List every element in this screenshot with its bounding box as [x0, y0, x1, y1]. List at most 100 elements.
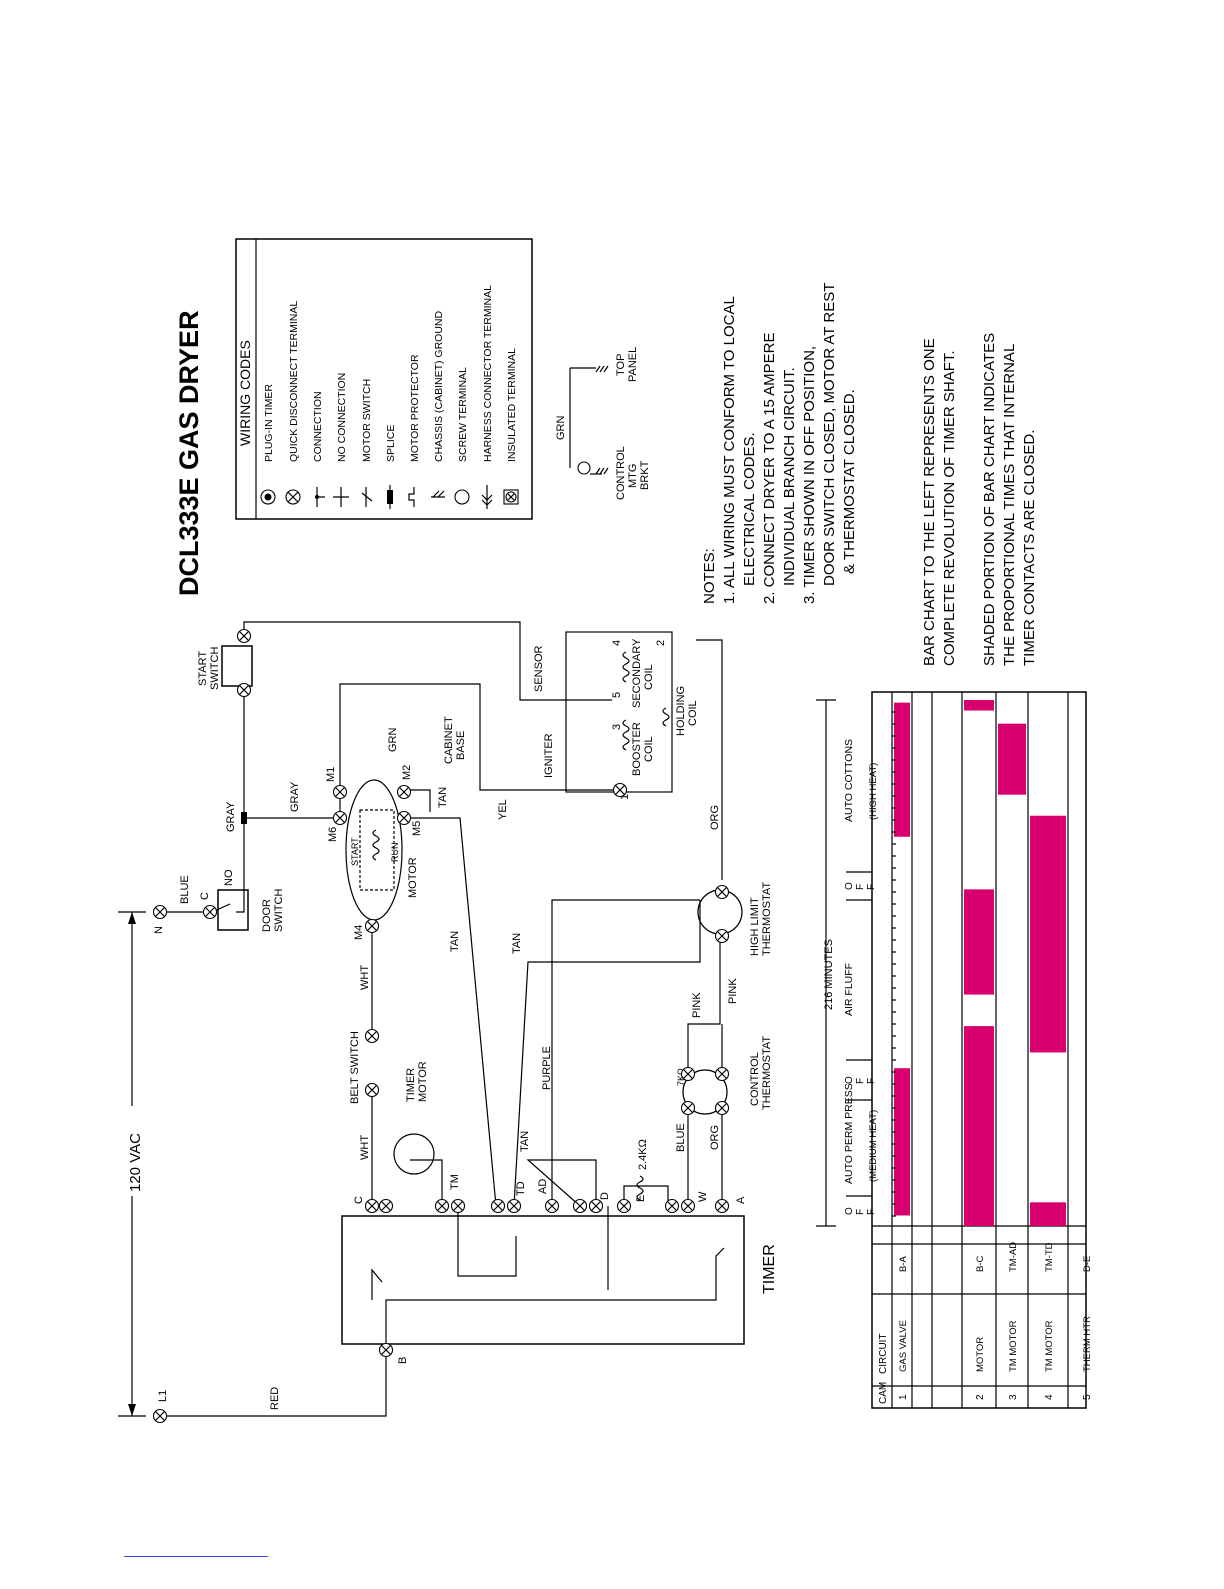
circuit-name: GAS VALVE	[898, 1320, 909, 1372]
closed-contact-bar	[964, 1026, 994, 1226]
contacts-label: B-A	[898, 1256, 909, 1273]
screw-terminal-symbol-icon	[454, 489, 470, 505]
bar-chart-note-line: BAR CHART TO THE LEFT REPRESENTS ONE	[921, 338, 938, 666]
quick-disconnect-terminal-icon	[434, 1198, 450, 1214]
chassis-ground-icon	[595, 467, 609, 475]
holding-coil	[662, 707, 670, 727]
note-line: INDIVIDUAL BRANCH CIRCUIT.	[781, 367, 798, 586]
cycle-label-off: F	[855, 884, 866, 890]
ground-detail: GRN CONTROL MTG BRKT TOP PANEL	[555, 347, 651, 500]
cycle-sublabel: (HIGH HEAT)	[868, 763, 879, 820]
quick-disconnect-terminal-icon	[714, 928, 730, 944]
quick-disconnect-terminal-icon	[364, 918, 380, 934]
cycle-label-off: O	[844, 1076, 855, 1084]
cycle-sublabel: (MEDIUM HEAT)	[868, 1110, 879, 1182]
wire-label: GRAY	[289, 781, 301, 812]
wire-label: PURPLE	[541, 1046, 553, 1090]
page-title: DCL333E GAS DRYER	[174, 310, 204, 596]
timer-terminal-label: TM	[449, 1174, 461, 1190]
legend-item-label: NO CONNECTION	[336, 373, 348, 462]
door-no-label: NO	[223, 869, 235, 886]
motor-switch-symbol-icon	[361, 487, 373, 507]
cycle-label-off: O	[844, 1207, 855, 1215]
bar-chart-row: 1 GAS VALVE B-A	[894, 702, 910, 1400]
control-thermostat-label: CONTROL	[749, 1052, 761, 1106]
cam-number: 1	[898, 1394, 909, 1400]
motor-terminal-label: M1	[325, 767, 337, 782]
chassis-ground-symbol-icon	[431, 490, 445, 498]
circuit-name: TM MOTOR	[1008, 1320, 1019, 1372]
quick-disconnect-terminal-icon	[202, 904, 218, 920]
resistor	[636, 1175, 644, 1201]
legend-item-label: SCREW TERMINAL	[457, 367, 469, 462]
motor-run-winding	[372, 829, 380, 861]
motor-terminal-label: M6	[327, 827, 339, 842]
legend-item-label: SPLICE	[385, 425, 397, 462]
wire-label: BLUE	[179, 875, 191, 904]
note-line: ELECTRICAL CODES.	[741, 432, 758, 586]
wire-label: TAN	[511, 933, 523, 954]
wire-label: ORG	[709, 805, 721, 830]
timer-motor	[393, 1133, 435, 1175]
legend-item-label: PLUG-IN TIMER	[263, 384, 275, 462]
wire-label: TAN	[519, 1131, 531, 1152]
cam-number: 5	[1082, 1394, 1093, 1400]
contacts-label: TM-TD	[1044, 1242, 1055, 1272]
quick-disconnect-terminal-icon	[664, 1198, 680, 1214]
chassis-ground-icon	[595, 365, 609, 373]
wire-label: PINK	[691, 992, 703, 1018]
cabinet-base-label: CABINET	[443, 716, 455, 764]
closed-contact-bar	[894, 702, 910, 837]
secondary-coil-label: SECONDARY	[631, 638, 643, 708]
belt-switch-label: BELT SWITCH	[349, 1031, 361, 1104]
wire-label: PINK	[727, 978, 739, 1004]
contacts-label: D-E	[1082, 1256, 1093, 1272]
quick-disconnect-terminal-icon	[396, 810, 412, 826]
quick-disconnect-terminal-icon	[364, 1082, 380, 1098]
bar-chart-note-line: THE PROPORTIONAL TIMES THAT INTERNAL	[1001, 344, 1018, 666]
ground-terminal-icon	[577, 461, 591, 475]
quick-disconnect-terminal-icon	[544, 1198, 560, 1214]
motor-terminal-label: M5	[411, 821, 423, 836]
door-c-label: C	[199, 892, 211, 900]
holding-coil-label: COIL	[687, 700, 699, 726]
booster-coil-label: COIL	[643, 736, 655, 762]
legend-item-label: CHASSIS (CABINET) GROUND	[433, 310, 445, 462]
timer-label: TIMER	[761, 1244, 778, 1294]
timer-terminal-label: E	[635, 1195, 647, 1202]
note-line: 1. ALL WIRING MUST CONFORM TO LOCAL	[721, 296, 738, 604]
door-switch-label: SWITCH	[273, 889, 285, 932]
closed-contact-bar	[1030, 1202, 1066, 1226]
quick-disconnect-terminal-icon	[680, 1198, 696, 1214]
cycle-label: AUTO COTTONS	[843, 739, 855, 822]
quick-disconnect-terminal-icon	[506, 1198, 522, 1214]
quick-disconnect-terminal-icon	[714, 884, 730, 900]
splice-symbol-icon	[387, 485, 393, 509]
cycle-label: AIR FLUFF	[843, 963, 855, 1016]
quick-disconnect-terminal-icon	[378, 1342, 394, 1358]
bar-chart-note-line: TIMER CONTACTS ARE CLOSED.	[1021, 430, 1038, 666]
wire-label: YEL	[497, 799, 509, 820]
gas-valve-coils	[565, 631, 673, 793]
timer-terminal-label: TD	[515, 1181, 527, 1196]
wire-label: TAN	[437, 787, 449, 808]
contacts-label: TM-AD	[1008, 1242, 1019, 1272]
circuit-name: MOTOR	[975, 1337, 986, 1372]
column-header-circuit: CIRCUIT	[878, 1333, 889, 1374]
legend-item-label: CONNECTION	[312, 391, 324, 462]
quick-disconnect-terminal-icon	[490, 1198, 506, 1214]
wire-label: TAN	[449, 931, 461, 952]
coil-terminal-number: 3	[611, 724, 623, 730]
motor-protector-symbol-icon	[408, 487, 415, 507]
plug-in-timer-symbol-icon	[260, 489, 276, 505]
notes-heading: NOTES:	[701, 548, 718, 604]
n-label: N	[153, 926, 165, 934]
wire-label: WHT	[359, 965, 371, 990]
quick-disconnect-terminal-icon	[714, 1066, 730, 1082]
start-switch-label: START	[197, 651, 209, 686]
